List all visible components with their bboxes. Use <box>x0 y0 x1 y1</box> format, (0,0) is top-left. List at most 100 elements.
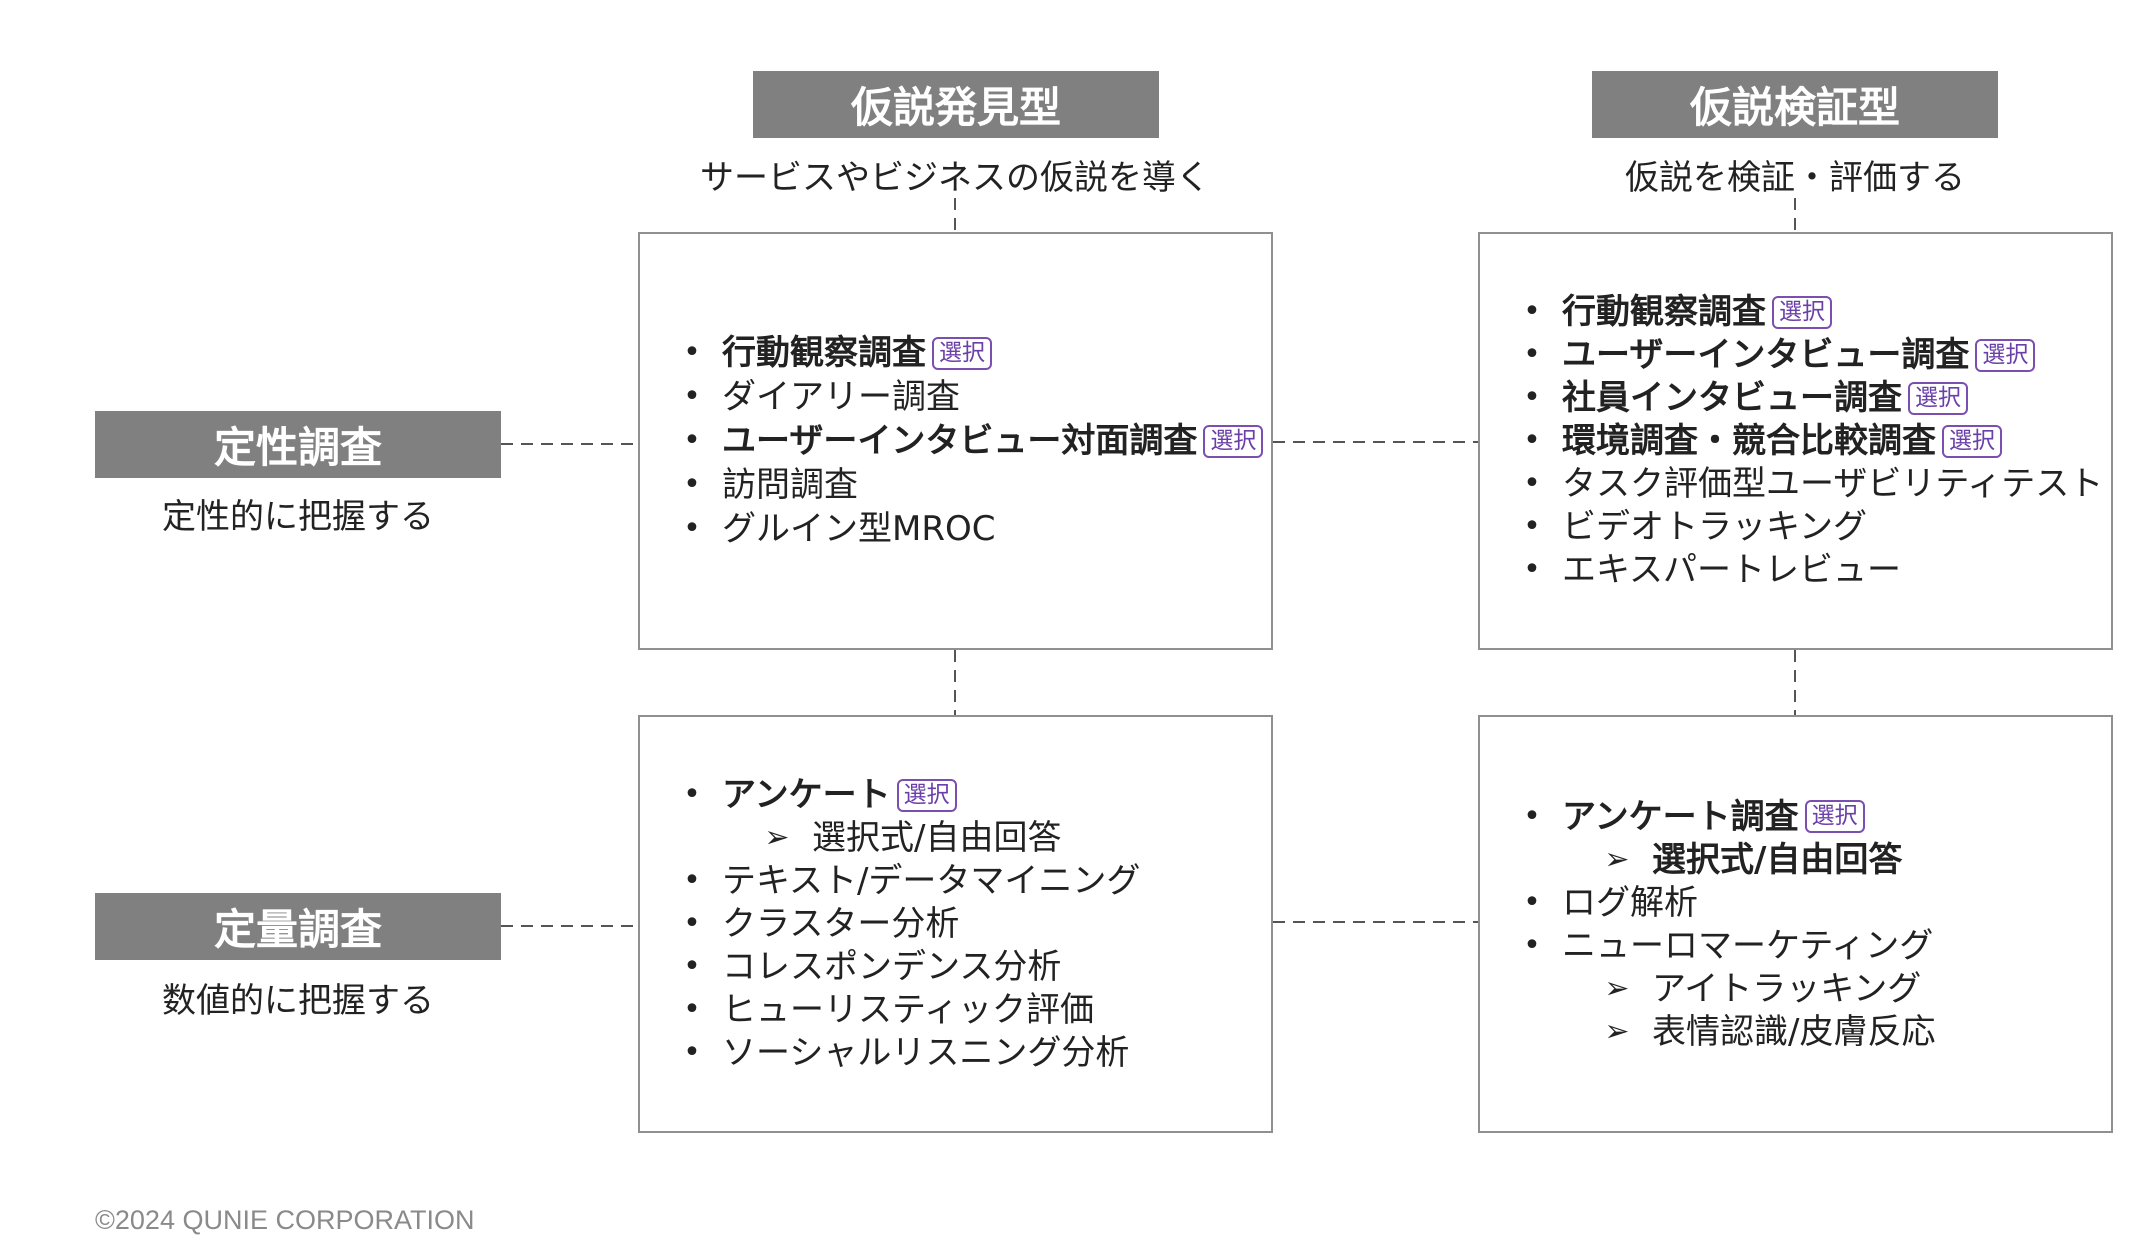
bullet-icon: • <box>683 1035 701 1070</box>
quadrant-quantitative-verification: •アンケート調査選択➢選択式/自由回答•ログ解析•ニューロマーケティング➢アイト… <box>1478 715 2113 1133</box>
sub-list-item: ➢選択式/自由回答 <box>1502 843 2111 877</box>
row-header-quantitative: 定量調査 <box>95 893 501 960</box>
method-label: クラスター分析 <box>722 904 960 944</box>
quadrant-qualitative-discovery: •行動観察調査選択•ダイアリー調査•ユーザーインタビュー対面調査選択•訪問調査•… <box>638 232 1273 650</box>
method-label: ユーザーインタビュー対面調査 <box>722 421 1198 461</box>
quadrant-qualitative-verification: •行動観察調査選択•ユーザーインタビュー調査選択•社員インタビュー調査選択•環境… <box>1478 232 2113 650</box>
bullet-icon: • <box>683 906 701 941</box>
bullet-icon: • <box>1523 337 1541 372</box>
method-label: ビデオトラッキング <box>1562 507 1867 547</box>
list-item: •エキスパートレビュー <box>1502 553 2111 587</box>
method-label: グルイン型MROC <box>722 509 996 549</box>
list-item: • 社員インタビュー調査選択 <box>1502 381 2111 415</box>
list-item: •ニューロマーケティング <box>1502 929 2111 963</box>
column-subtitle-discovery: サービスやビジネスの仮説を導く <box>700 158 1210 198</box>
method-label: アイトラッキング <box>1652 968 1922 1009</box>
list-item: • 行動観察調査選択 <box>662 336 1271 370</box>
method-list: •行動観察調査選択•ユーザーインタビュー調査選択•社員インタビュー調査選択•環境… <box>1502 295 2111 587</box>
method-label: 行動観察調査 <box>1562 292 1766 332</box>
list-item: • ダイアリー調査 <box>662 380 1271 414</box>
method-label: 選択式/自由回答 <box>812 818 1062 858</box>
method-label: ニューロマーケティング <box>1562 925 1934 966</box>
list-item: • ユーザーインタビュー対面調査選択 <box>662 424 1271 458</box>
quadrant-quantitative-discovery: •アンケート選択➢選択式/自由回答•テキスト/データマイニング•クラスター分析•… <box>638 715 1273 1133</box>
bullet-icon: • <box>683 777 701 812</box>
list-item: • ユーザーインタビュー調査選択 <box>1502 338 2111 372</box>
sub-list-item: ➢アイトラッキング <box>1502 972 2111 1006</box>
row-subtitle-qualitative: 定性的に把握する <box>162 497 434 537</box>
bullet-icon: • <box>683 949 701 984</box>
method-label: 環境調査・競合比較調査 <box>1562 421 1936 461</box>
list-item: •アンケート調査選択 <box>1502 800 2111 834</box>
bullet-icon: • <box>683 335 701 370</box>
row-title-quantitative: 定量調査 <box>213 905 382 954</box>
selected-badge: 選択 <box>932 336 992 370</box>
bullet-icon: • <box>1523 466 1541 501</box>
column-title-discovery: 仮説発見型 <box>850 83 1061 132</box>
selected-badge: 選択 <box>1975 338 2036 372</box>
arrow-bullet-icon: ➢ <box>1604 841 1630 877</box>
bullet-icon: • <box>1523 294 1541 329</box>
sub-list-item: ➢表情認識/皮膚反応 <box>1502 1015 2111 1049</box>
column-title-verification: 仮説検証型 <box>1689 83 1900 132</box>
list-item: • ヒューリスティック評価 <box>662 993 1271 1027</box>
selected-badge: 選択 <box>1772 295 1832 329</box>
row-header-qualitative: 定性調査 <box>95 411 501 478</box>
method-label: 社員インタビュー調査 <box>1562 378 1902 418</box>
list-item: • アンケート選択 <box>662 778 1271 812</box>
column-subtitle-verification: 仮説を検証・評価する <box>1625 158 1965 198</box>
method-label: 訪問調査 <box>722 465 858 505</box>
bullet-icon: • <box>683 992 701 1027</box>
method-label: 行動観察調査 <box>722 333 926 373</box>
method-label: ユーザーインタビュー調査 <box>1562 335 1970 375</box>
bullet-icon: • <box>1523 884 1541 920</box>
list-item: • 環境調査・競合比較調査選択 <box>1502 424 2111 458</box>
method-list: •アンケート調査選択➢選択式/自由回答•ログ解析•ニューロマーケティング➢アイト… <box>1502 800 2111 1049</box>
bullet-icon: • <box>683 467 701 502</box>
method-label: コレスポンデンス分析 <box>722 947 1062 987</box>
method-list: •アンケート選択➢選択式/自由回答•テキスト/データマイニング•クラスター分析•… <box>662 778 1271 1070</box>
bullet-icon: • <box>683 511 701 546</box>
bullet-icon: • <box>683 863 701 898</box>
bullet-icon: • <box>1523 423 1541 458</box>
list-item: • クラスター分析 <box>662 907 1271 941</box>
row-subtitle-quantitative: 数値的に把握する <box>162 981 434 1021</box>
method-label: ソーシャルリスニング分析 <box>722 1033 1130 1073</box>
method-label: アンケート <box>722 775 891 815</box>
bullet-icon: • <box>1523 798 1541 834</box>
selected-badge: 選択 <box>1804 800 1865 833</box>
bullet-icon: • <box>1523 927 1541 963</box>
method-label: エキスパートレビュー <box>1562 550 1901 590</box>
method-label: ダイアリー調査 <box>722 377 960 417</box>
selected-badge: 選択 <box>1942 424 2002 458</box>
column-header-discovery: 仮説発見型 <box>753 71 1159 138</box>
selected-badge: 選択 <box>896 778 957 812</box>
selected-badge: 選択 <box>1203 424 1264 458</box>
column-header-verification: 仮説検証型 <box>1592 71 1998 138</box>
bullet-icon: • <box>1523 380 1541 415</box>
method-label: ログ解析 <box>1562 882 1698 923</box>
copyright: ©2024 QUNIE CORPORATION <box>95 1205 475 1235</box>
bullet-icon: • <box>683 379 701 414</box>
list-item: • ソーシャルリスニング分析 <box>662 1036 1271 1070</box>
method-label: ヒューリスティック評価 <box>722 990 1094 1030</box>
list-item: • 行動観察調査選択 <box>1502 295 2111 329</box>
arrow-bullet-icon: ➢ <box>1604 970 1630 1006</box>
method-list: •行動観察調査選択•ダイアリー調査•ユーザーインタビュー対面調査選択•訪問調査•… <box>662 336 1271 546</box>
selected-badge: 選択 <box>1908 381 1968 415</box>
bullet-icon: • <box>683 423 701 458</box>
list-item: • グルイン型MROC <box>662 512 1271 546</box>
method-label: タスク評価型ユーザビリティテスト <box>1562 464 2104 504</box>
list-item: •ログ解析 <box>1502 886 2111 920</box>
list-item: • 訪問調査 <box>662 468 1271 502</box>
arrow-bullet-icon: ➢ <box>1604 1013 1630 1049</box>
arrow-bullet-icon: ➢ <box>764 820 790 855</box>
list-item: • コレスポンデンス分析 <box>662 950 1271 984</box>
bullet-icon: • <box>1523 509 1541 544</box>
method-label: 選択式/自由回答 <box>1652 839 1903 880</box>
list-item: • タスク評価型ユーザビリティテスト <box>1502 467 2111 501</box>
method-label: アンケート調査 <box>1562 796 1799 837</box>
list-item: • ビデオトラッキング <box>1502 510 2111 544</box>
list-item: •テキスト/データマイニング <box>662 864 1271 898</box>
